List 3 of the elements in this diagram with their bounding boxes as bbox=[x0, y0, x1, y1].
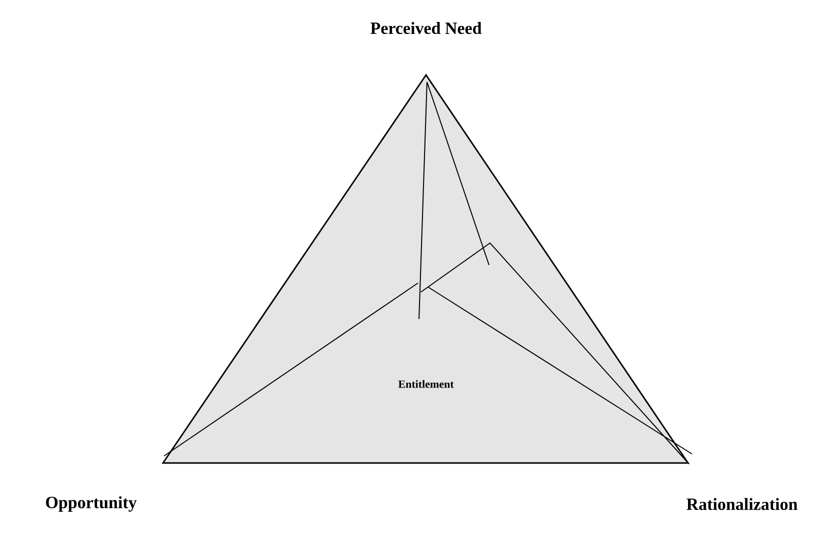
corner-label: Rationalization bbox=[686, 498, 798, 510]
corner-label: Perceived Need bbox=[370, 22, 482, 34]
corner-label: Opportunity bbox=[46, 496, 137, 512]
